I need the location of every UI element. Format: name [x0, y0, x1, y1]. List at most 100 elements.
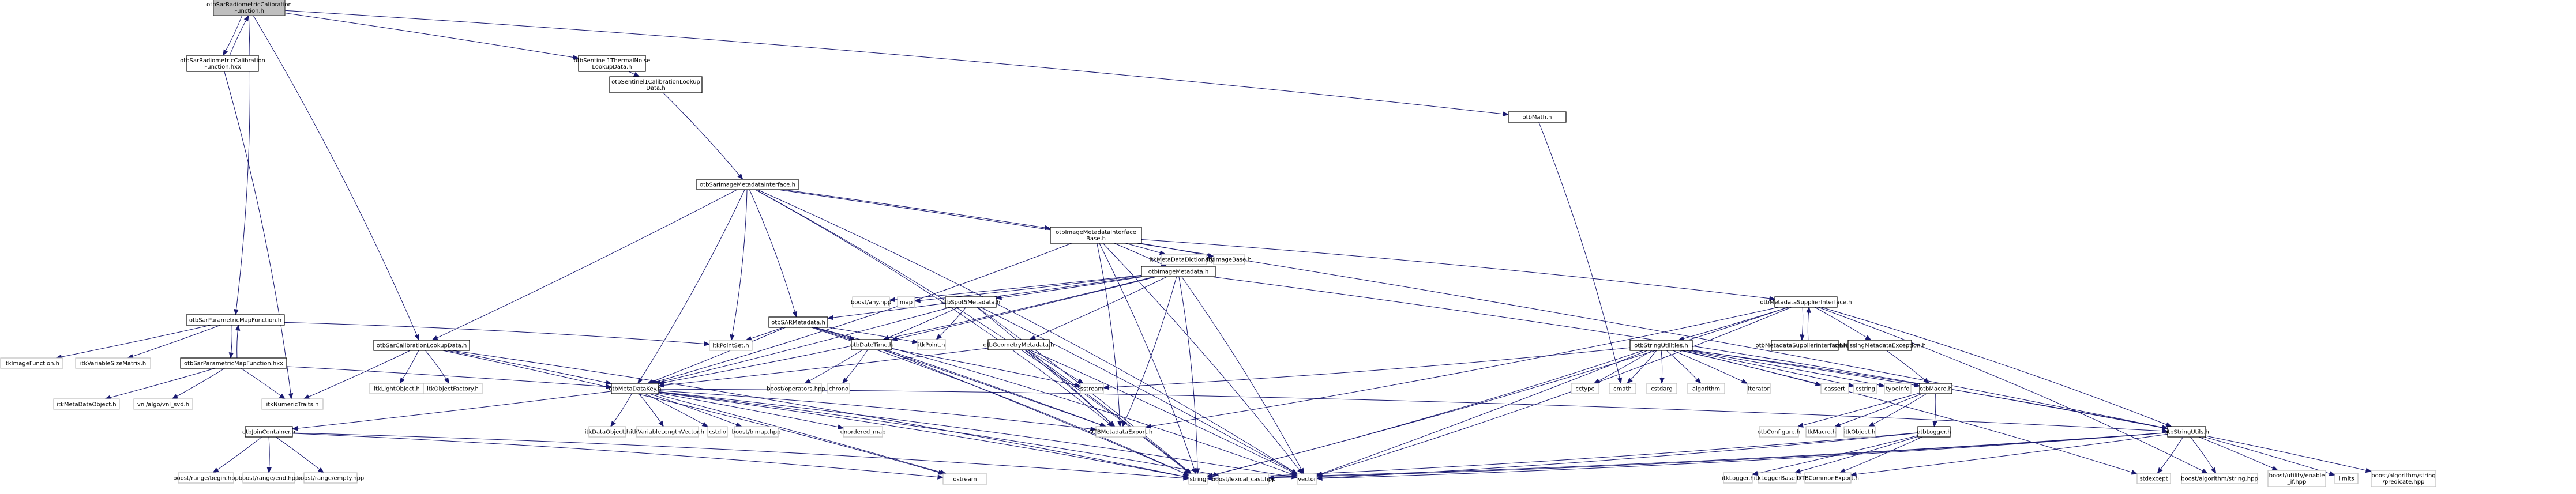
node-otbMacro[interactable]: otbMacro.h [1919, 383, 1952, 394]
edge-line [284, 10, 1509, 115]
node-spot5Meta[interactable]: otbSpot5Metadata.h [941, 296, 1000, 308]
edge-joinContainer-to-ostream [292, 433, 944, 480]
node-box [1218, 473, 1269, 485]
node-label: otbMath.h [1523, 115, 1552, 121]
node-label: cstdio [709, 429, 726, 436]
node-box [1723, 472, 1753, 484]
edge-metaSupplier-to-otbMetadataExport [1144, 307, 1779, 429]
node-cmath: cmath [1609, 383, 1636, 394]
node-label: stdexcept [2139, 476, 2168, 482]
edge-sarParamMap-to-itkPointSet [284, 322, 711, 346]
node-geomMeta[interactable]: otbGeometryMetadata.h [983, 339, 1054, 350]
node-string: string [1188, 473, 1208, 485]
node-joinContainer[interactable]: otbJoinContainer.h [242, 426, 295, 438]
arrowhead-icon [937, 474, 944, 480]
node-label: itkImageBase.h [1207, 257, 1252, 263]
node-label: otbConfigure.h [1758, 429, 1800, 436]
edge-sarImgMeta-to-imgMetaBase [783, 189, 1052, 231]
edge-otbStringUtils-to-stdexcept [2157, 436, 2184, 474]
node-sarParamMapHxx[interactable]: otbSarParametricMapFunction.hxx [180, 357, 287, 369]
node-imageMetadata[interactable]: otbImageMetadata.h [1141, 266, 1216, 277]
node-box [1297, 473, 1317, 485]
node-metaDataKey[interactable]: otbMetaDataKey.h [609, 383, 662, 394]
edge-dateTime-to-chrono [842, 349, 868, 384]
edge-imgMetaBase-to-itkMetaDataDict [1125, 243, 1166, 255]
arrowhead-icon [266, 467, 272, 474]
node-missingMetaExc[interactable]: otbMissingMetadataException.h [1834, 340, 1926, 351]
edge-line [778, 189, 2168, 429]
edge-line [1025, 349, 1192, 474]
node-label: otbSentinel1ThermalNoise [574, 58, 650, 64]
edge-line [658, 392, 1189, 478]
edge-line [1268, 432, 2168, 478]
node-label: Base.h [1086, 236, 1106, 242]
edge-line [425, 350, 449, 384]
node-sarParamMap[interactable]: otbSarParametricMapFunction.h [186, 314, 285, 326]
edge-line [883, 307, 959, 340]
node-label: itkObject.h [1844, 429, 1876, 436]
edge-sarRadCalHxx-to-itkNumericTraits [224, 71, 294, 400]
node-box [1843, 426, 1876, 438]
edge-spot5Meta-to-itkPoint [936, 307, 967, 340]
node-stringUtilities[interactable]: otbStringUtilities.h [1629, 340, 1693, 351]
node-box [1095, 426, 1146, 438]
edge-line [639, 393, 664, 427]
node-sarMeta[interactable]: otbSARMetadata.h [768, 316, 828, 328]
edge-imgMetaBase-to-otbMetadataExport [1097, 243, 1122, 428]
node-otbMath[interactable]: otbMath.h [1508, 111, 1567, 123]
node-algorithm: algorithm [1687, 383, 1725, 394]
node-label: cmath [1613, 386, 1632, 393]
edge-line [2205, 435, 2372, 472]
node-box [917, 339, 946, 350]
node-metaSupplier[interactable]: otbMetadataSupplierInterface.h [1760, 296, 1852, 308]
arrowhead-icon [1617, 377, 1623, 384]
edge-sarMeta-to-metaDataKey [647, 327, 786, 384]
edge-sarParamMapHxx-to-itkNumericTraits [241, 368, 286, 399]
edge-sarRadCalHxx-to-root [229, 14, 249, 56]
node-box [1847, 340, 1912, 351]
edge-joinContainer-to-string [292, 432, 1190, 481]
arrowhead-icon [1183, 476, 1190, 481]
arrowhead-icon [914, 298, 921, 303]
node-label: boost/algorithm/string [2371, 473, 2435, 479]
arrowhead-icon [303, 394, 310, 399]
edge-metaDataKey-to-unorderedMap [658, 393, 844, 429]
arrowhead-icon [1029, 335, 1037, 340]
node-rangeBegin: boost/range/begin.hpp [173, 472, 239, 484]
edge-line [842, 349, 868, 384]
edge-line [658, 391, 1219, 476]
node-box [945, 296, 997, 308]
node-cstdarg: cstdarg [1646, 383, 1677, 394]
arrowhead-icon [1077, 378, 1084, 384]
edge-line [783, 189, 1051, 229]
node-dateTime[interactable]: otbDateTime.h [850, 339, 893, 350]
edge-stringUtilities-to-string [1206, 350, 1644, 478]
edge-line [1030, 349, 1298, 475]
node-sarCalibLookup[interactable]: otbSarCalibrationLookupData.h [373, 340, 470, 351]
node-metaSupplierHxx[interactable]: otbMetadataSupplierInterface.hxx [1755, 340, 1854, 351]
arrowhead-icon [804, 378, 811, 384]
node-box [133, 398, 193, 410]
node-sarImgMeta[interactable]: otbSarImageMetadataInterface.h [696, 179, 799, 190]
arrowhead-icon [658, 420, 664, 428]
node-otbStringUtils[interactable]: otbStringUtils.h [2164, 426, 2209, 438]
edge-otbMacro-to-otbLogger [1932, 393, 1937, 428]
edge-line [658, 393, 844, 429]
node-otbLogger[interactable]: otbLogger.h [1917, 426, 1951, 438]
edge-line [224, 71, 292, 399]
node-box [636, 426, 699, 438]
edge-sarImgMeta-to-otbStringUtils [778, 189, 2169, 430]
arrowhead-icon [1593, 378, 1601, 384]
node-label: otbSarParametricMapFunction.h [189, 318, 281, 324]
node-cstring: cstring [1853, 383, 1877, 394]
edge-line [658, 390, 1097, 430]
node-label: itkMetaDataObject.h [57, 402, 116, 408]
edge-line [658, 348, 989, 386]
arrowhead-icon [842, 377, 848, 384]
